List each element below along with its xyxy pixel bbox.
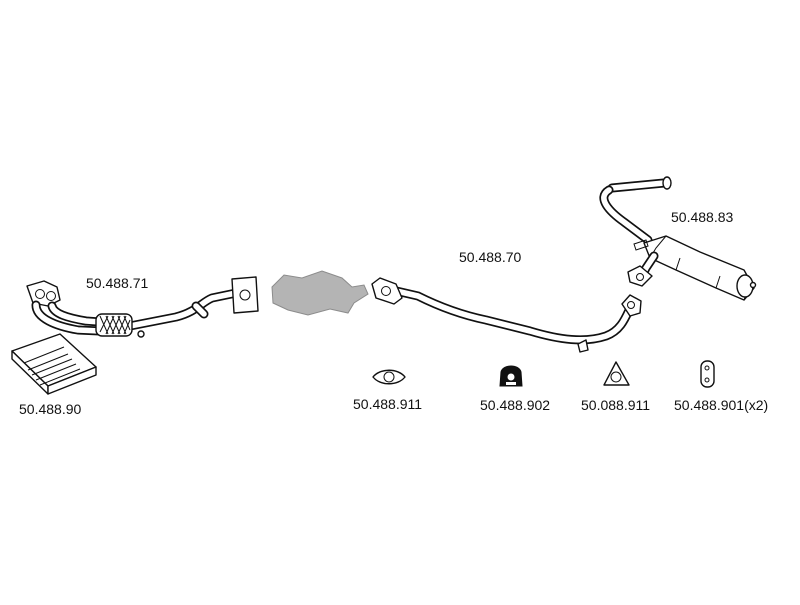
catalytic-converter[interactable] [271,270,369,316]
label-gasket-rear: 50.088.911 [581,397,651,413]
label-fitting-kit: 50.488.90 [19,401,82,417]
rubber-mount[interactable] [499,365,523,387]
label-hanger-strap: 50.488.901(x2) [674,397,769,413]
flex-braid [99,315,131,335]
label-rear-silencer: 50.488.83 [671,209,734,225]
fitting-kit-box[interactable] [11,333,97,395]
hanger-strap[interactable] [700,360,715,388]
label-gasket-front: 50.488.911 [353,396,423,412]
gasket-front[interactable] [372,369,406,385]
front-pipe[interactable] [26,276,259,338]
label-rubber-mount: 50.488.902 [480,397,551,413]
label-front-pipe: 50.488.71 [86,275,149,291]
middle-pipe[interactable] [371,277,642,353]
label-middle-pipe: 50.488.70 [459,249,522,265]
gasket-rear[interactable] [603,361,630,386]
rear-silencer[interactable] [599,176,757,301]
